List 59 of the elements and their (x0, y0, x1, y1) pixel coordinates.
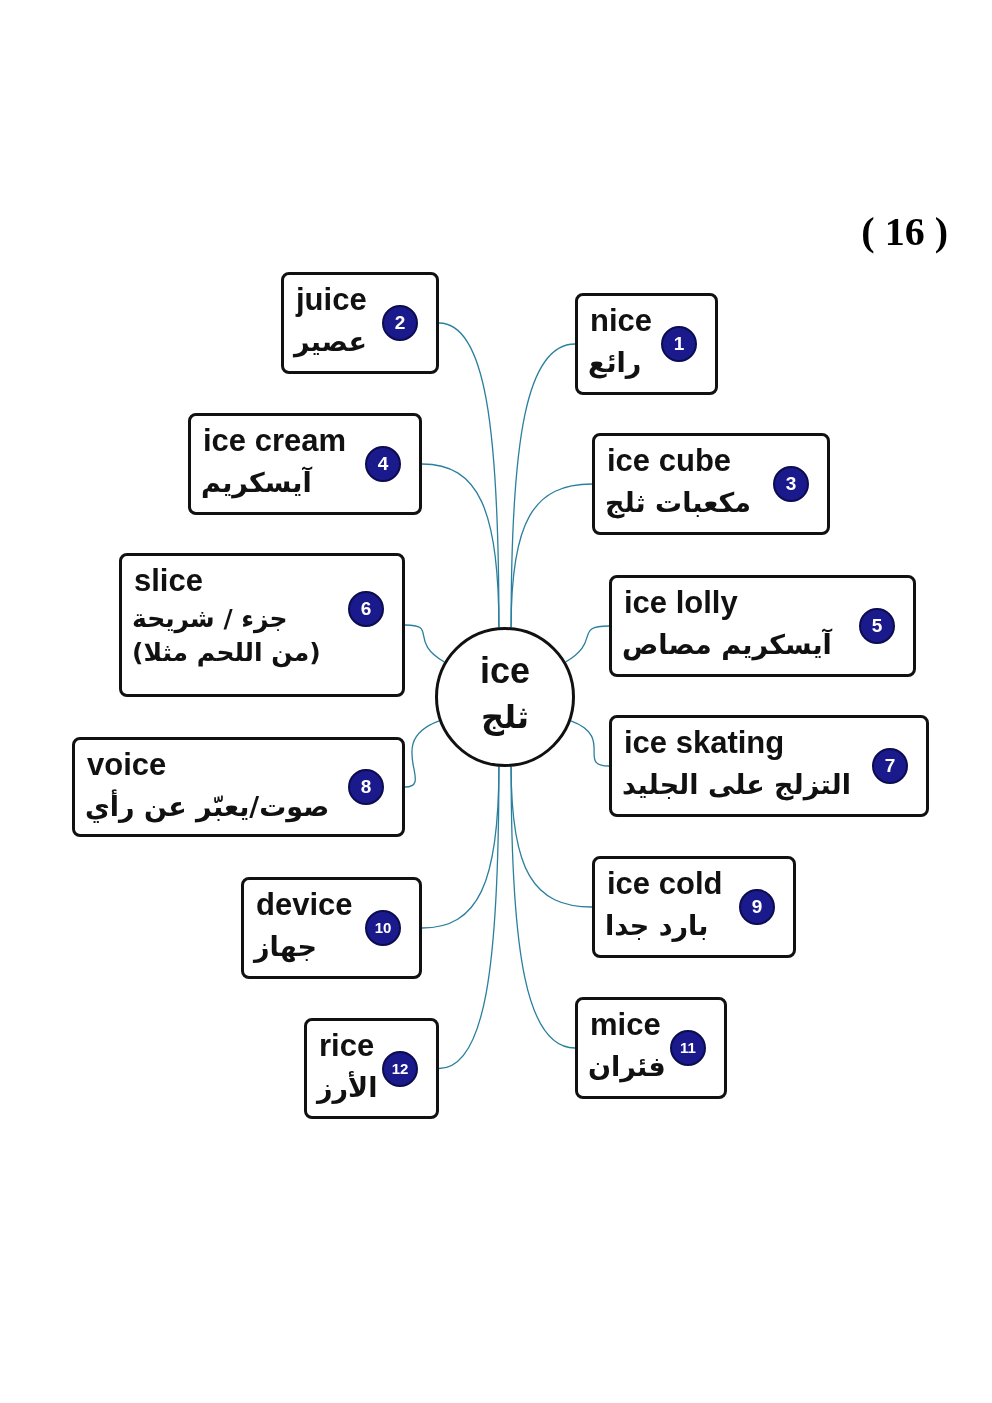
word-box (304, 1018, 439, 1119)
connector-curve (510, 766, 576, 1049)
page-number: ( 16 ) (861, 208, 948, 255)
english-word: ice skating (624, 726, 785, 760)
connector-curve (564, 625, 610, 663)
word-box (241, 877, 422, 979)
number-badge: 1 (661, 326, 697, 362)
number-badge: 4 (365, 446, 401, 482)
arabic-translation: فئران (588, 1050, 666, 1084)
number-badge: 3 (773, 466, 809, 502)
word-box (575, 997, 727, 1099)
connector-curve (404, 720, 440, 788)
number-badge: 2 (382, 305, 418, 341)
connector-curve (510, 483, 593, 628)
arabic-translation: مكعبات ثلج (605, 486, 751, 520)
english-word: rice (319, 1029, 375, 1063)
arabic-translation: الأرز (317, 1071, 378, 1105)
word-box (281, 272, 439, 374)
arabic-translation: جزء / شريحة (من اللحم مثلا) (132, 603, 322, 670)
word-box (592, 433, 830, 535)
arabic-word: ثلج (480, 700, 530, 734)
connector-curve (570, 720, 610, 767)
arabic-translation: رائع (588, 346, 642, 380)
word-box (592, 856, 796, 958)
english-word: nice (590, 304, 653, 338)
connector-curve (404, 624, 446, 663)
english-word: ice cream (203, 424, 347, 458)
arabic-translation: التزلج على الجليد (622, 768, 851, 802)
english-word: voice (87, 748, 167, 782)
english-word: mice (590, 1008, 661, 1042)
number-badge: 5 (859, 608, 895, 644)
word-box (575, 293, 718, 395)
arabic-translation: جهاز (254, 930, 317, 964)
word-box (72, 737, 405, 837)
connector-curve (438, 766, 500, 1070)
number-badge: 11 (670, 1030, 706, 1066)
number-badge: 7 (872, 748, 908, 784)
number-badge: 6 (348, 591, 384, 627)
arabic-translation: بارد جدا (605, 909, 709, 943)
english-word: ice cold (607, 867, 723, 901)
word-box (119, 553, 405, 697)
number-badge: 12 (382, 1050, 418, 1087)
number-badge: 9 (739, 889, 775, 925)
arabic-translation: صوت/يعبّر عن رأي (85, 790, 330, 824)
english-word: juice (296, 283, 367, 317)
english-word: slice (134, 564, 203, 598)
word-box (188, 413, 422, 515)
connector-curve (421, 463, 500, 628)
english-word: device (256, 888, 353, 922)
english-word: ice lolly (624, 586, 738, 620)
word-box (609, 715, 929, 817)
number-badge: 10 (365, 910, 401, 946)
arabic-translation: آيسكريم مصاص (622, 628, 832, 662)
english-word: ice (480, 654, 530, 688)
english-word: ice cube (607, 444, 732, 478)
arabic-translation: آيسكريم (201, 466, 312, 500)
arabic-translation: عصير (294, 325, 367, 359)
word-box (609, 575, 916, 677)
number-badge: 8 (348, 769, 384, 805)
